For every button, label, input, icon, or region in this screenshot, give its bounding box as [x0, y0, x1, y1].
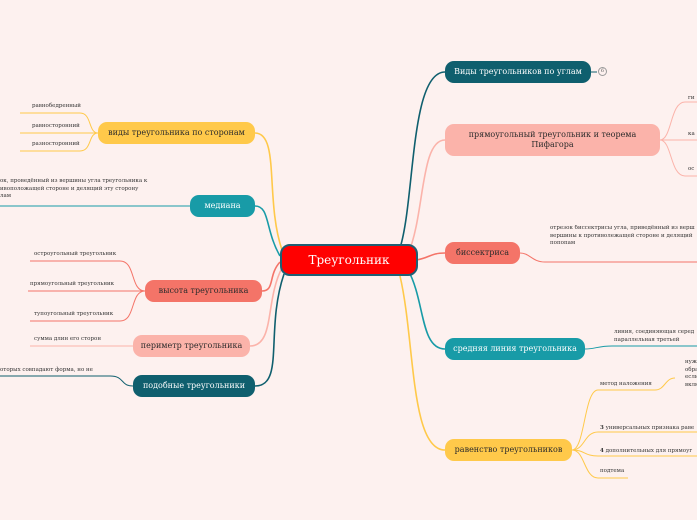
topic-perimeter-label: периметр треугольника: [140, 341, 243, 350]
topic-types-by-sides[interactable]: виды треугольника по сторонам: [98, 122, 255, 144]
topic-right-triangle-pythagoras-label: прямоугольный треугольник и теорема Пифа…: [468, 130, 637, 149]
leaf-subtopic[interactable]: подтема: [600, 468, 625, 474]
topic-median[interactable]: медиана: [190, 195, 255, 217]
link-bisector: [415, 252, 446, 261]
leaf-acute-triangle[interactable]: остроугольный треугольник: [34, 251, 117, 257]
leaf-leg[interactable]: ка: [688, 131, 695, 137]
leaf-obtuse-triangle[interactable]: тупоугольный треугольник: [34, 311, 114, 317]
leaf-bisector-definition[interactable]: отрезок биссектрисы угла, приведённый из…: [550, 225, 695, 246]
leaf-median-definition[interactable]: ок, проведённый из вершины угла треуголь…: [0, 178, 148, 199]
topic-equality[interactable]: равенство треугольников: [445, 439, 572, 461]
leaf-midline-definition[interactable]: линия, соединяющая серед параллельная тр…: [614, 329, 695, 343]
topic-perimeter[interactable]: периметр треугольника: [133, 335, 250, 357]
leaf-perimeter-definition[interactable]: сумма длин его сторон: [34, 336, 101, 342]
topic-bisector-label: биссектриса: [456, 248, 509, 257]
link-angles: [399, 71, 446, 249]
leaf-three-criteria[interactable]: 3 универсальных признака раве: [600, 425, 697, 433]
topic-right-triangle-pythagoras[interactable]: прямоугольный треугольник и теорема Пифа…: [445, 124, 660, 156]
four-count: 4: [600, 448, 604, 454]
link-midline: [407, 269, 446, 350]
link-perimeter: [249, 267, 283, 347]
central-topic[interactable]: Треугольник: [280, 244, 418, 276]
link-sides: [254, 132, 283, 251]
link-right-pyth: [407, 139, 446, 255]
leaf-hypotenuse[interactable]: ги: [688, 95, 695, 101]
central-topic-label: Треугольник: [308, 253, 390, 267]
topic-similar-label: подобные треугольники: [142, 381, 246, 390]
link-similar: [254, 273, 285, 387]
leaf-other[interactable]: ос: [688, 166, 695, 172]
topic-height[interactable]: высота треугольника: [145, 280, 262, 302]
leaf-superposition-details[interactable]: нуж обра если вклю: [685, 359, 697, 388]
topic-types-by-sides-label: виды треугольника по сторонам: [108, 128, 245, 137]
topic-height-label: высота треугольника: [158, 286, 249, 295]
topic-equality-label: равенство треугольников: [454, 445, 563, 454]
collapsed-count-badge[interactable]: 6: [598, 67, 607, 76]
three-count: 3: [600, 425, 604, 431]
leaf-superposition-method[interactable]: метод наложения: [600, 381, 652, 387]
link-median: [254, 205, 281, 257]
leaf-similar-definition[interactable]: оторых совпадают форма, но не: [0, 367, 93, 373]
topic-similar[interactable]: подобные треугольники: [133, 375, 255, 397]
leaf-scalene[interactable]: разносторонний: [32, 141, 80, 147]
link-equality: [399, 275, 446, 451]
leaf-four-criteria[interactable]: 4 дополнительных для прямоуг: [600, 448, 697, 456]
three-criteria-text: универсальных признака раве: [603, 425, 695, 431]
topic-median-label: медиана: [204, 201, 241, 210]
four-criteria-text: дополнительных для прямоуг: [603, 448, 693, 454]
leaf-right-triangle[interactable]: прямоугольный треугольник: [30, 281, 115, 287]
topic-angles[interactable]: Виды треугольников по углам: [445, 61, 591, 83]
topic-midline[interactable]: средняя линия треугольника: [445, 338, 585, 360]
topic-bisector[interactable]: биссектриса: [445, 242, 520, 264]
topic-angles-label: Виды треугольников по углам: [454, 67, 582, 76]
leaf-equilateral[interactable]: равносторонний: [32, 123, 80, 129]
topic-midline-label: средняя линия треугольника: [453, 344, 577, 353]
link-height: [261, 261, 281, 292]
leaf-isosceles[interactable]: равнобедренный: [32, 103, 81, 109]
